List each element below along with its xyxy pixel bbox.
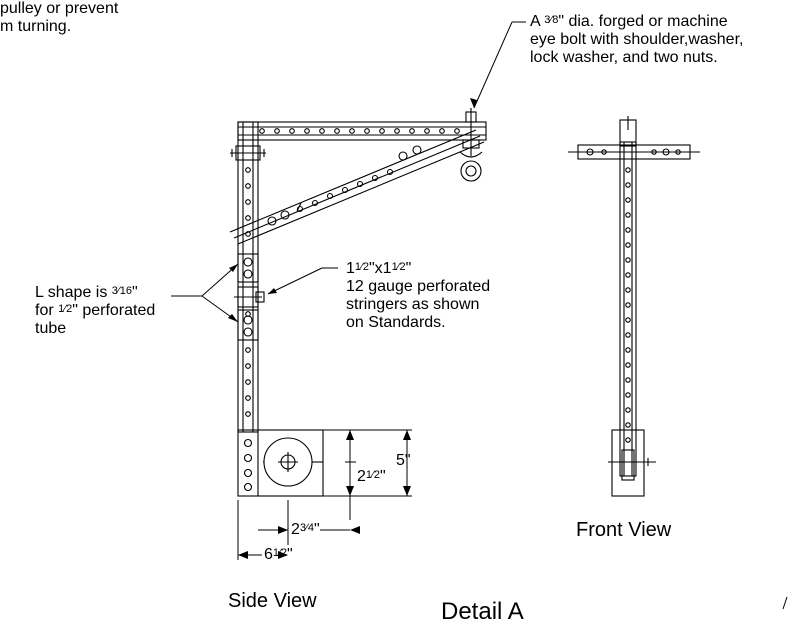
stringer-note-frac1: 1⁄2 [354, 261, 369, 273]
stringer-note-b: "x1 [368, 260, 392, 277]
side-post-holes [245, 167, 251, 417]
dimension-arrowheads [238, 430, 411, 559]
stringer-note-frac2: 1⁄2 [391, 261, 406, 273]
stringer-note: 11⁄2"x11⁄2" 12 gauge perforated stringer… [346, 260, 490, 332]
side-vertical-post [237, 121, 259, 433]
front-base [608, 429, 656, 497]
dim-2half-unit: " [379, 468, 386, 485]
front-crossbar [577, 144, 691, 160]
eyebolt-note-post: " dia. forged or machine [558, 13, 728, 30]
lshape-note-line1: L shape is 3⁄16" [35, 284, 155, 302]
dim-label-6half: 61⁄2" [264, 546, 293, 564]
dim-2three-whole: 2 [291, 521, 300, 538]
side-eye-bolt [459, 108, 483, 182]
dim-6half-whole: 6 [264, 546, 273, 563]
lshape-note-post: " [132, 284, 138, 301]
top-left-note: pulley or prevent m turning. [0, 0, 118, 36]
stringer-note-line2: 12 gauge perforated [346, 278, 491, 295]
eyebolt-note-line2: eye bolt with shoulder,washer, [530, 31, 744, 48]
leader-arrowheads [228, 98, 477, 322]
front-view [568, 116, 700, 497]
lshape-note-line2-pre: for [35, 302, 59, 319]
side-view-title: Side View [228, 590, 317, 612]
eyebolt-note-frac: 3⁄8 [544, 14, 559, 26]
lshape-note-line3: tube [35, 320, 67, 337]
side-corner-fastener [230, 145, 266, 161]
side-view [229, 108, 487, 497]
stringer-note-line1: 11⁄2"x11⁄2" [346, 260, 490, 278]
lshape-note-line2: for 1⁄2" perforated [35, 302, 155, 320]
stringer-note-c: " [405, 260, 412, 277]
front-view-title: Front View [576, 519, 672, 541]
top-left-note-line2: m turning. [0, 18, 72, 35]
dim-label-2three: 23⁄4" [291, 521, 320, 539]
eyebolt-note-pre: A [530, 13, 545, 30]
dimension-lines [237, 429, 788, 610]
stringer-note-line4: on Standards. [346, 314, 446, 331]
lshape-note: L shape is 3⁄16" for 1⁄2" perforated tub… [35, 284, 155, 338]
side-horizontal-arm [237, 121, 487, 141]
dim-6half-frac: 1⁄2 [272, 547, 287, 559]
lshape-note-line2-frac: 1⁄2 [58, 303, 73, 315]
side-arm-holes [259, 128, 460, 134]
eyebolt-note: A 3⁄8" dia. forged or machine eye bolt w… [530, 13, 743, 67]
stringer-note-a: 1 [346, 260, 355, 277]
side-base-plate [237, 429, 324, 497]
lshape-note-pre: L shape is [35, 284, 112, 301]
edge-mark [782, 596, 788, 610]
dim-2half-frac: 1⁄2 [365, 469, 380, 481]
dim-label-5: 5" [396, 452, 411, 469]
side-l-clamps [234, 253, 265, 341]
lshape-note-line2-post: " perforated [72, 302, 156, 319]
top-left-note-line1: pulley or prevent [0, 0, 119, 17]
front-vertical-post [619, 141, 637, 477]
dim-2three-frac: 3⁄4 [299, 522, 314, 534]
eyebolt-note-line1: A 3⁄8" dia. forged or machine [530, 13, 743, 31]
lshape-note-frac: 3⁄16 [111, 285, 132, 297]
dim-6half-unit: " [286, 546, 293, 563]
dim-label-2half: 21⁄2" [357, 468, 386, 486]
dim-2half-whole: 2 [357, 468, 366, 485]
dim-2three-unit: " [313, 521, 320, 538]
eyebolt-note-line3: lock washer, and two nuts. [530, 49, 718, 66]
detail-title: Detail A [441, 598, 524, 625]
front-post-holes [625, 167, 631, 443]
stringer-note-line3: stringers as shown [346, 296, 480, 313]
side-diagonal-brace [229, 129, 485, 245]
